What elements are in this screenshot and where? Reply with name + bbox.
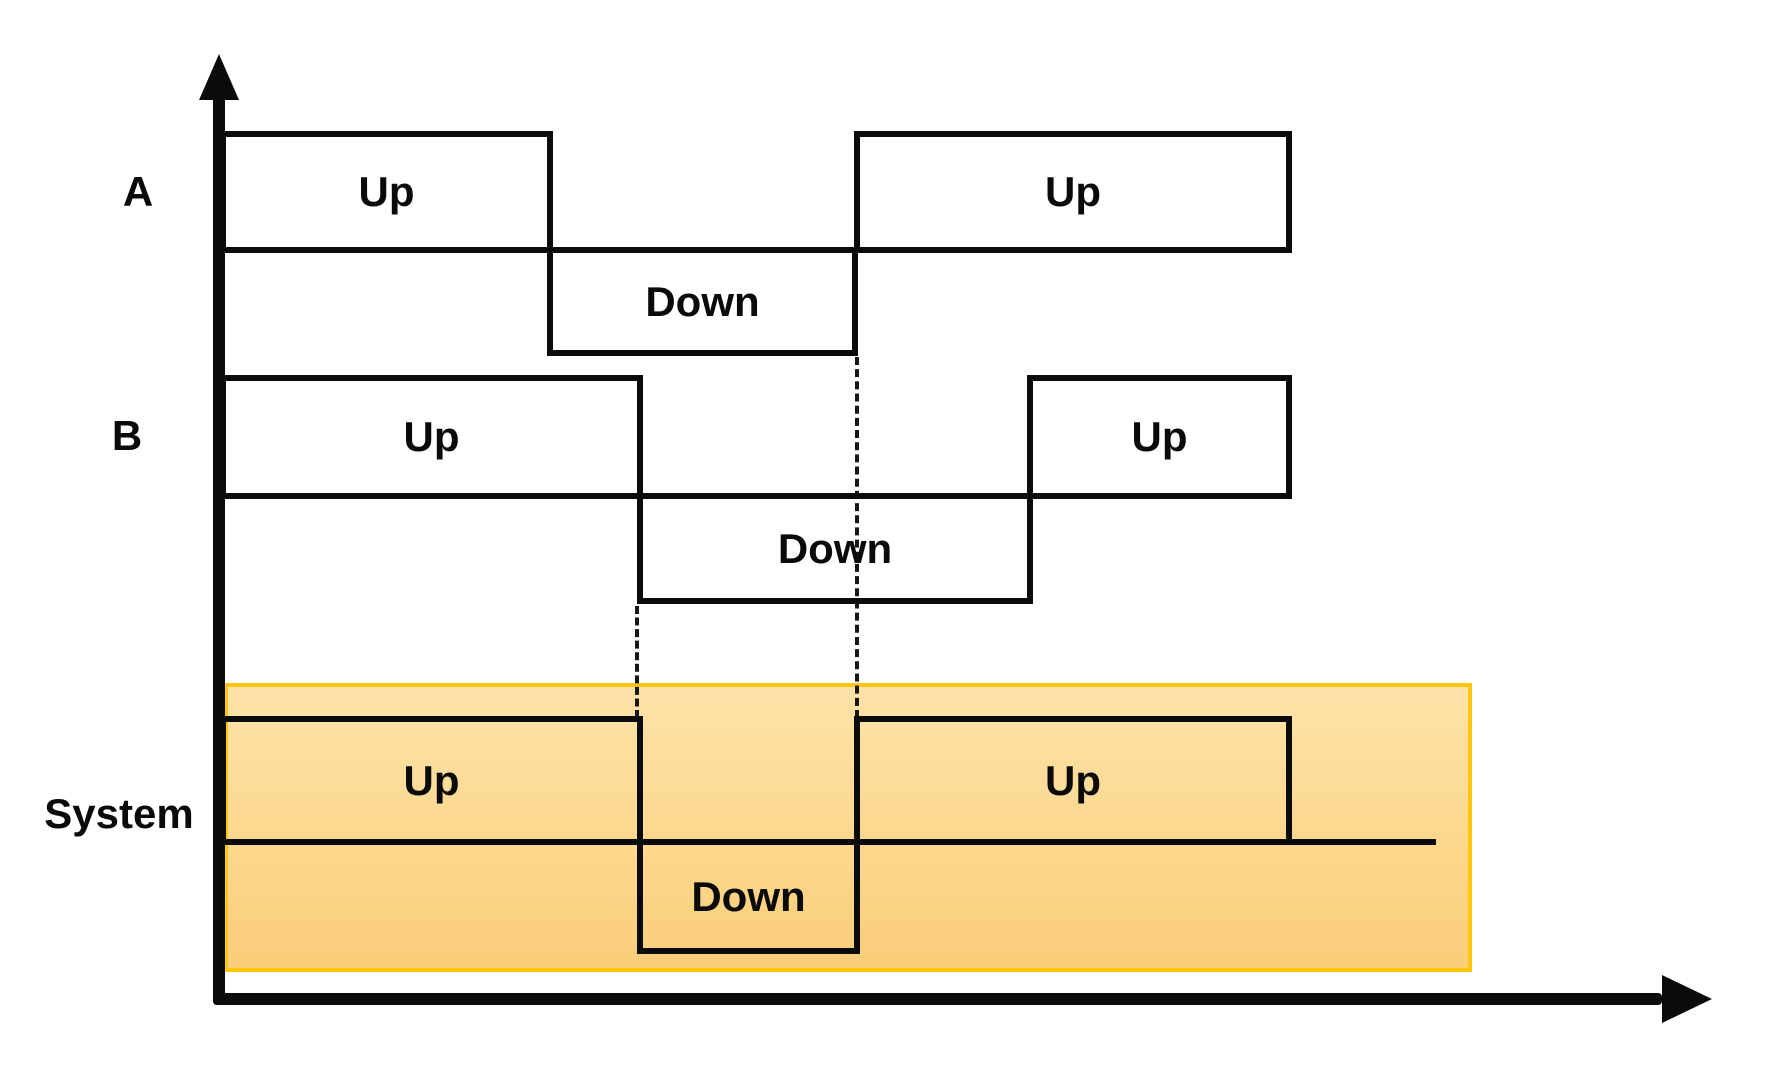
system-up-2-box: Up	[854, 716, 1292, 845]
state-label: Up	[403, 756, 460, 804]
b-down-box: Down	[637, 493, 1033, 604]
state-label: Up	[358, 168, 415, 215]
a-down-box: Down	[547, 247, 858, 356]
a-up-1-box: Up	[220, 131, 553, 253]
state-label: Up	[403, 413, 460, 460]
system-highlight-region	[224, 683, 1472, 972]
state-label: Up	[1131, 413, 1188, 460]
b-up-2-box: Up	[1027, 375, 1292, 499]
state-label: Down	[645, 277, 760, 325]
x-axis	[213, 993, 1662, 1005]
system-down-box: Down	[637, 839, 860, 954]
row-label-b: B	[111, 412, 143, 459]
state-label: Down	[777, 524, 893, 572]
b-up-1-box: Up	[220, 375, 643, 499]
row-label-system: System	[44, 790, 194, 837]
dashed-connector-a-recovery	[855, 357, 859, 718]
y-axis	[213, 88, 225, 1005]
system-up-1-box: Up	[220, 716, 643, 845]
dashed-connector-b-failure	[635, 606, 639, 718]
state-label: Up	[1045, 756, 1101, 804]
row-label-a: A	[122, 168, 154, 215]
up-arrowhead-icon	[199, 54, 239, 100]
state-label: Down	[691, 872, 806, 920]
right-arrowhead-icon	[1662, 975, 1712, 1023]
a-up-2-box: Up	[854, 131, 1292, 253]
state-label: Up	[1045, 168, 1101, 215]
